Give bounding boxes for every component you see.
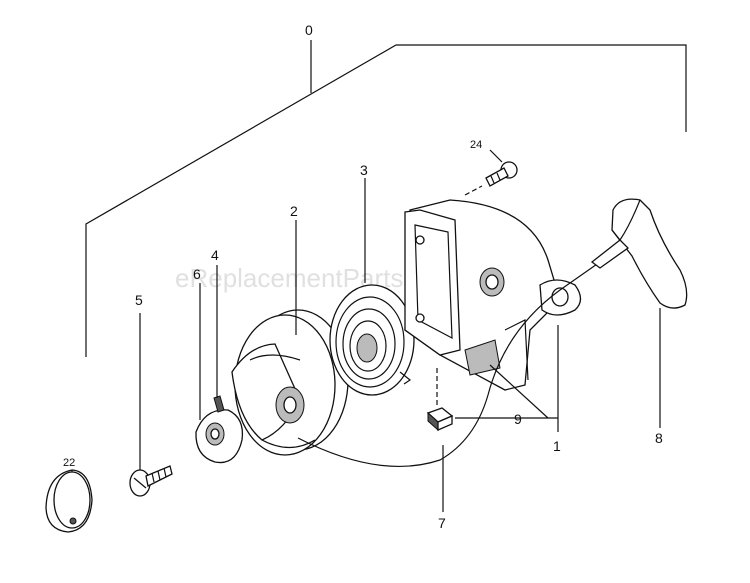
part-9-clip [426,407,454,432]
callout-9: 9 [514,411,522,427]
assembly-bracket-line [85,44,687,357]
callout-1: 1 [553,438,561,454]
part-5-screw [129,465,173,497]
part-1-case [404,199,582,391]
part-7-rope [297,261,601,468]
callout-6: 6 [193,266,201,282]
part-24-bolt [485,161,518,187]
bolt-axis-line [464,185,483,196]
callout-3: 3 [360,162,368,178]
part-8-handle [590,198,688,309]
callout-7: 7 [438,515,446,531]
leader-9-to-case [489,364,549,419]
callout-8: 8 [655,430,663,446]
callout-0: 0 [305,22,313,38]
callout-22: 22 [63,457,75,469]
callout-4: 4 [211,247,219,263]
part-2-pulley [231,309,349,456]
part-4-ratchet [213,395,225,413]
leader-24 [489,149,503,163]
part-3-spring [329,284,415,396]
part-22-cap [45,469,93,533]
callout-2: 2 [290,203,298,219]
callout-5: 5 [135,292,143,308]
callout-24: 24 [470,139,482,151]
part-6-washer [195,409,244,464]
